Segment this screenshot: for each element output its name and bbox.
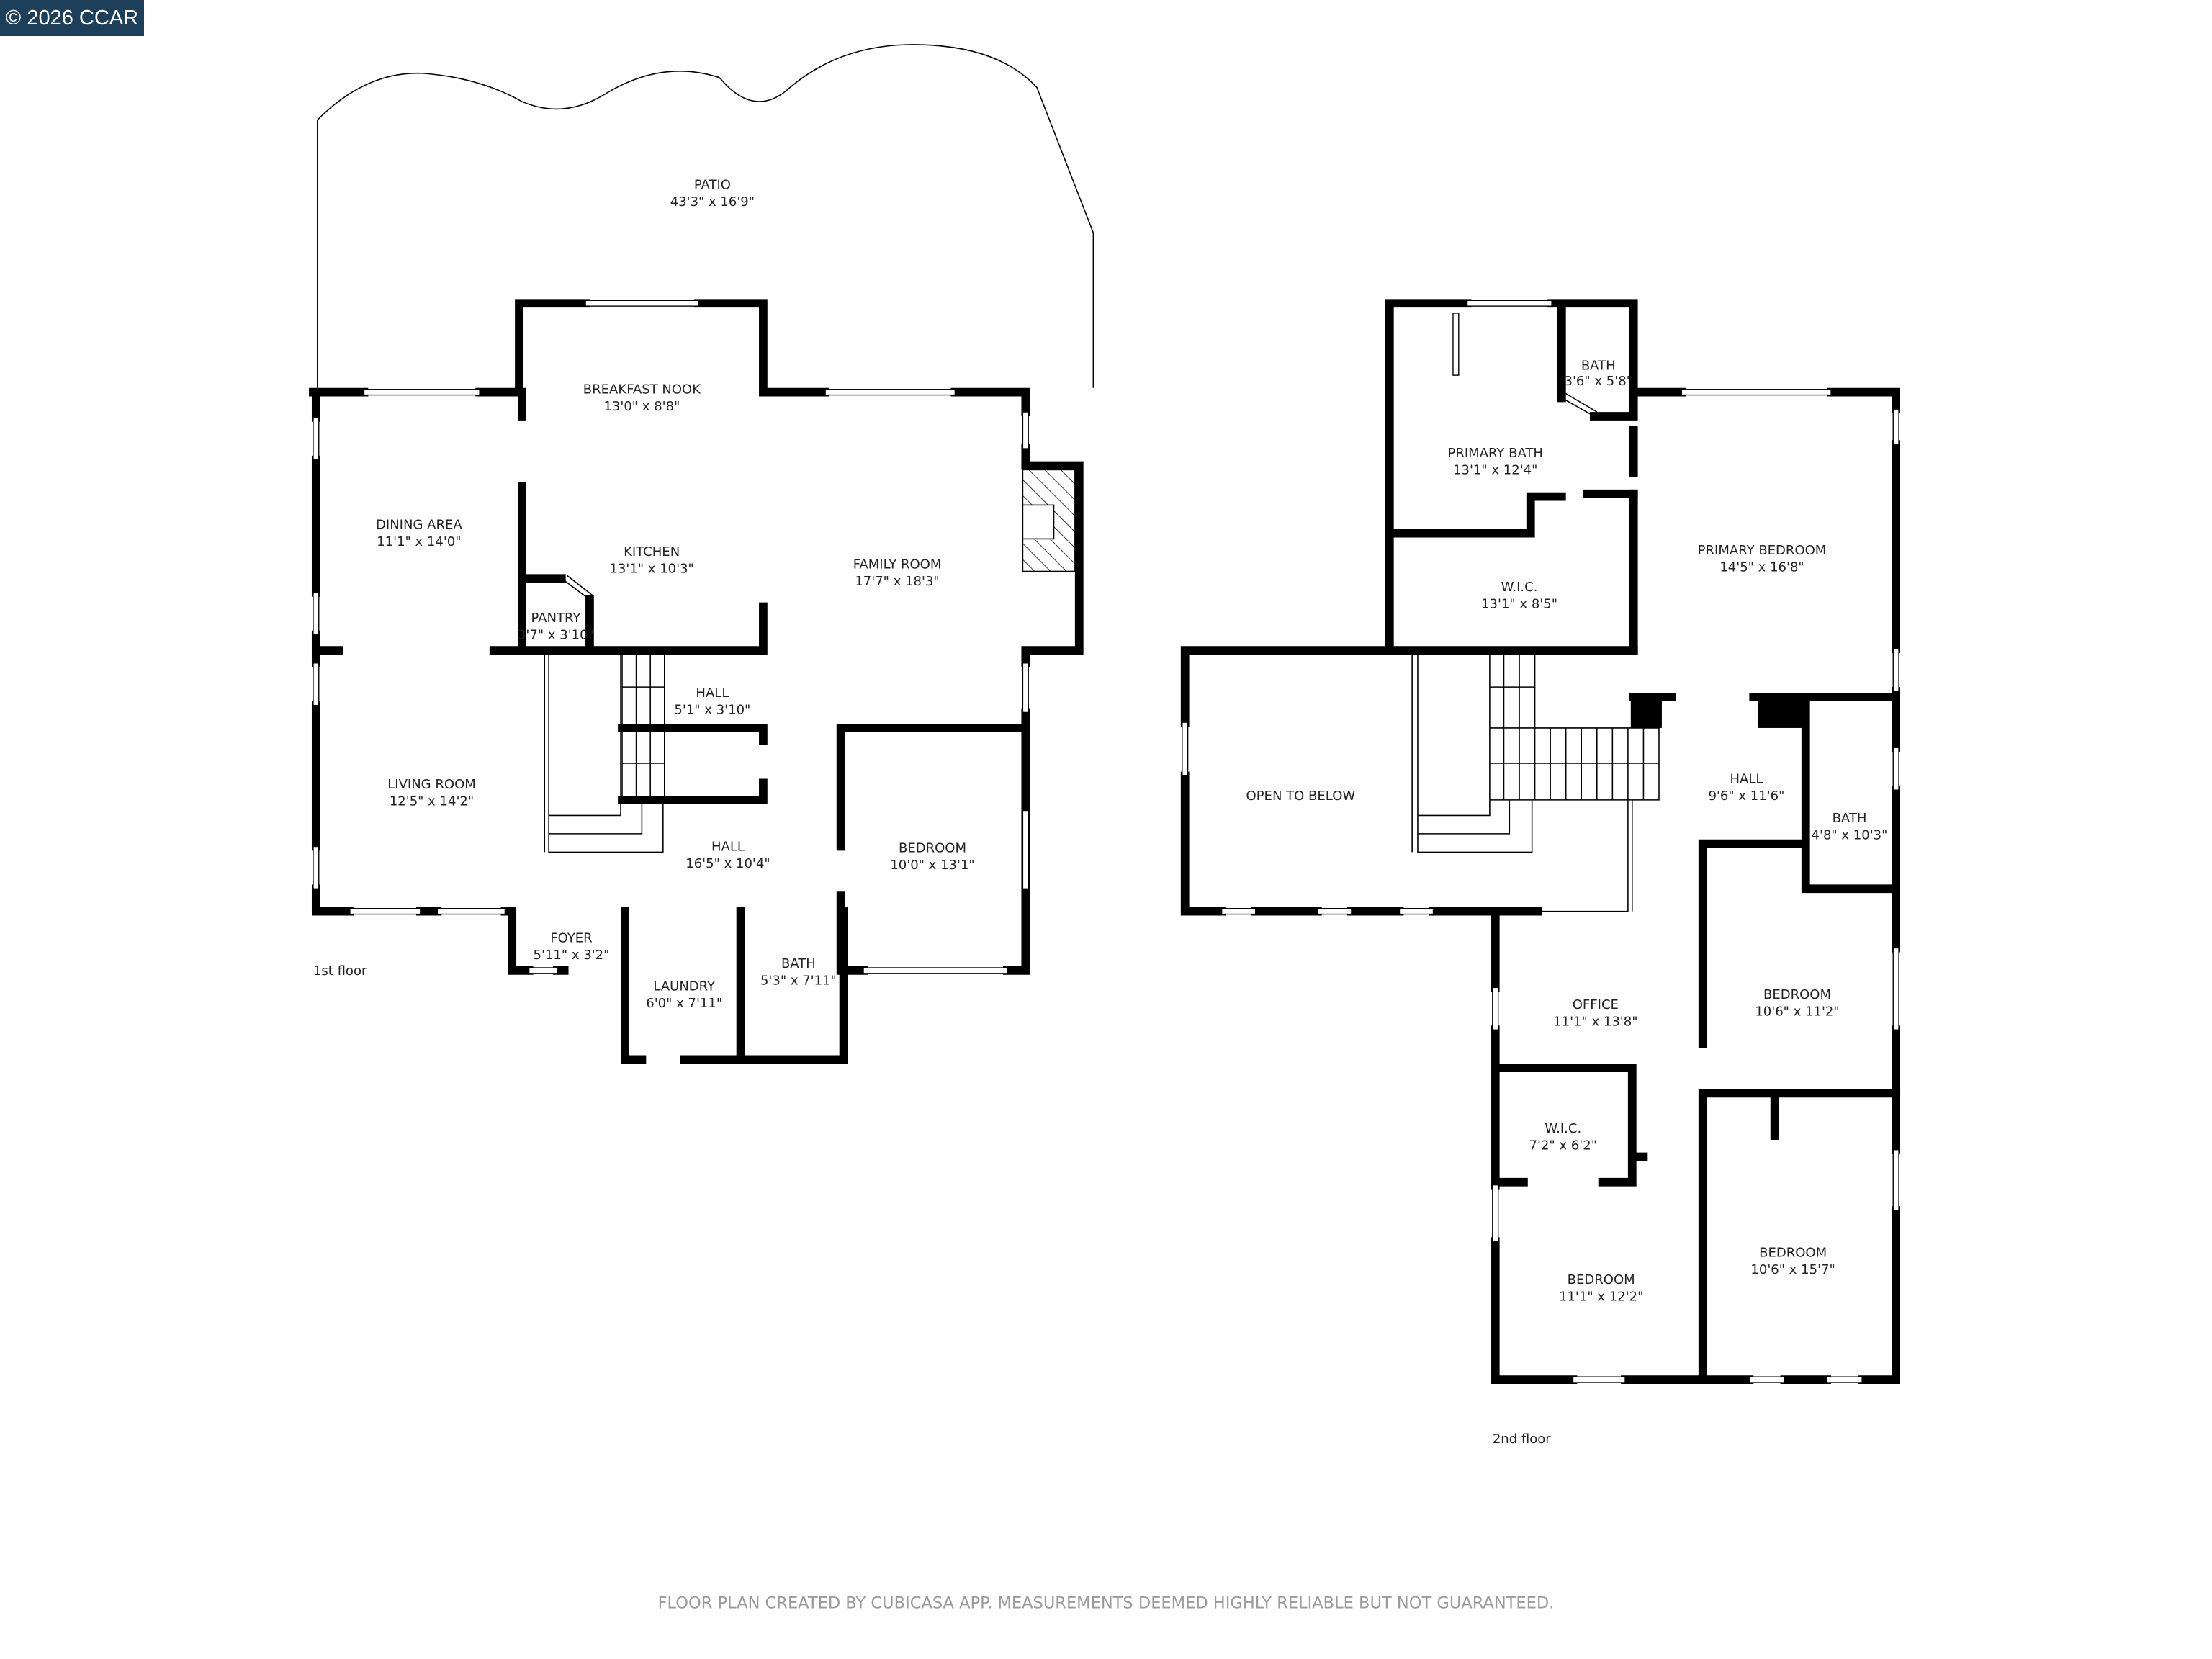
room-name: PRIMARY BEDROOM: [1698, 543, 1827, 558]
room-dims: 6'0" x 7'11": [646, 996, 722, 1011]
copyright-badge: © 2026 CCAR: [0, 0, 144, 36]
room-name: PRIMARY BATH: [1447, 446, 1543, 461]
room-name: BEDROOM: [1568, 1272, 1635, 1287]
room-dims: 11'1" x 13'8": [1553, 1014, 1637, 1029]
room-name: FAMILY ROOM: [853, 557, 942, 572]
patio-outline: [317, 44, 1094, 388]
walls-floor-1: [309, 299, 1084, 1064]
room-name: BEDROOM: [1763, 987, 1831, 1002]
footer-disclaimer: FLOOR PLAN CREATED BY CUBICASA APP. MEAS…: [658, 1593, 1555, 1612]
room-name: HALL: [711, 839, 745, 854]
room-name: PATIO: [694, 178, 731, 193]
room-name: BATH: [1581, 358, 1616, 373]
room-dims: 3'7" x 3'10": [518, 628, 594, 643]
room-dims: 7'2" x 6'2": [1529, 1138, 1597, 1154]
room-dims: 4'8" x 10'3": [1812, 828, 1888, 843]
room-dims: 17'7" x 18'3": [855, 574, 939, 589]
room-dims: 13'1" x 12'4": [1453, 462, 1537, 477]
windows-floor-1: [313, 300, 1029, 974]
floor-1-label: 1st floor: [313, 963, 367, 979]
floor-1-plan: PATIO 43'3" x 16'9" BREAKFAST NOOK 13'0"…: [309, 44, 1094, 1064]
room-name: KITCHEN: [624, 544, 680, 559]
room-dims: 3'6" x 5'8": [1565, 374, 1632, 389]
room-name: OPEN TO BELOW: [1246, 788, 1356, 804]
room-name: W.I.C.: [1545, 1121, 1581, 1136]
floor-2-plan: BATH 3'6" x 5'8" PRIMARY BATH 13'1" x 12…: [1180, 299, 1901, 1447]
room-name: HALL: [1730, 771, 1763, 786]
room-name: OFFICE: [1573, 997, 1619, 1012]
room-name: LIVING ROOM: [387, 777, 476, 792]
room-name: BATH: [1833, 811, 1867, 826]
room-name: BEDROOM: [899, 840, 966, 855]
walls-floor-2: [1180, 299, 1901, 1384]
room-dims: 10'6" x 11'2": [1755, 1004, 1839, 1020]
room-dims: 11'1" x 12'2": [1559, 1289, 1643, 1304]
room-dims: 10'6" x 15'7": [1750, 1262, 1835, 1277]
stairs-floor-2: [1411, 655, 1660, 912]
room-dims: 14'5" x 16'8": [1719, 559, 1804, 575]
room-dims: 10'0" x 13'1": [890, 858, 974, 873]
room-dims: 43'3" x 16'9": [670, 194, 755, 210]
fireplace: [1022, 469, 1076, 572]
room-name: DINING AREA: [376, 518, 462, 533]
room-name: HALL: [696, 685, 729, 701]
room-dims: 12'5" x 14'2": [390, 794, 474, 809]
room-dims: 16'5" x 10'4": [685, 856, 770, 871]
room-dims: 5'1" x 3'10": [674, 702, 750, 717]
room-dims: 11'1" x 14'0": [377, 534, 461, 549]
room-dims: 13'1" x 10'3": [609, 561, 693, 576]
room-dims: 5'11" x 3'2": [534, 948, 610, 963]
room-name: BREAKFAST NOOK: [583, 382, 701, 397]
room-name: BATH: [781, 956, 816, 971]
room-name: BEDROOM: [1759, 1246, 1827, 1261]
room-name: PANTRY: [531, 611, 581, 626]
floor-2-label: 2nd floor: [1493, 1431, 1551, 1447]
room-dims: 13'1" x 8'5": [1481, 596, 1557, 611]
room-name: W.I.C.: [1501, 580, 1538, 595]
room-dims: 5'3" x 7'11": [760, 974, 837, 989]
room-name: LAUNDRY: [653, 979, 716, 994]
room-dims: 13'0" x 8'8": [603, 399, 680, 414]
windows-floor-2: [1182, 300, 1899, 1383]
room-dims: 9'6" x 11'6": [1709, 788, 1785, 804]
stairs-floor-1: [544, 655, 665, 853]
room-name: FOYER: [550, 931, 592, 946]
